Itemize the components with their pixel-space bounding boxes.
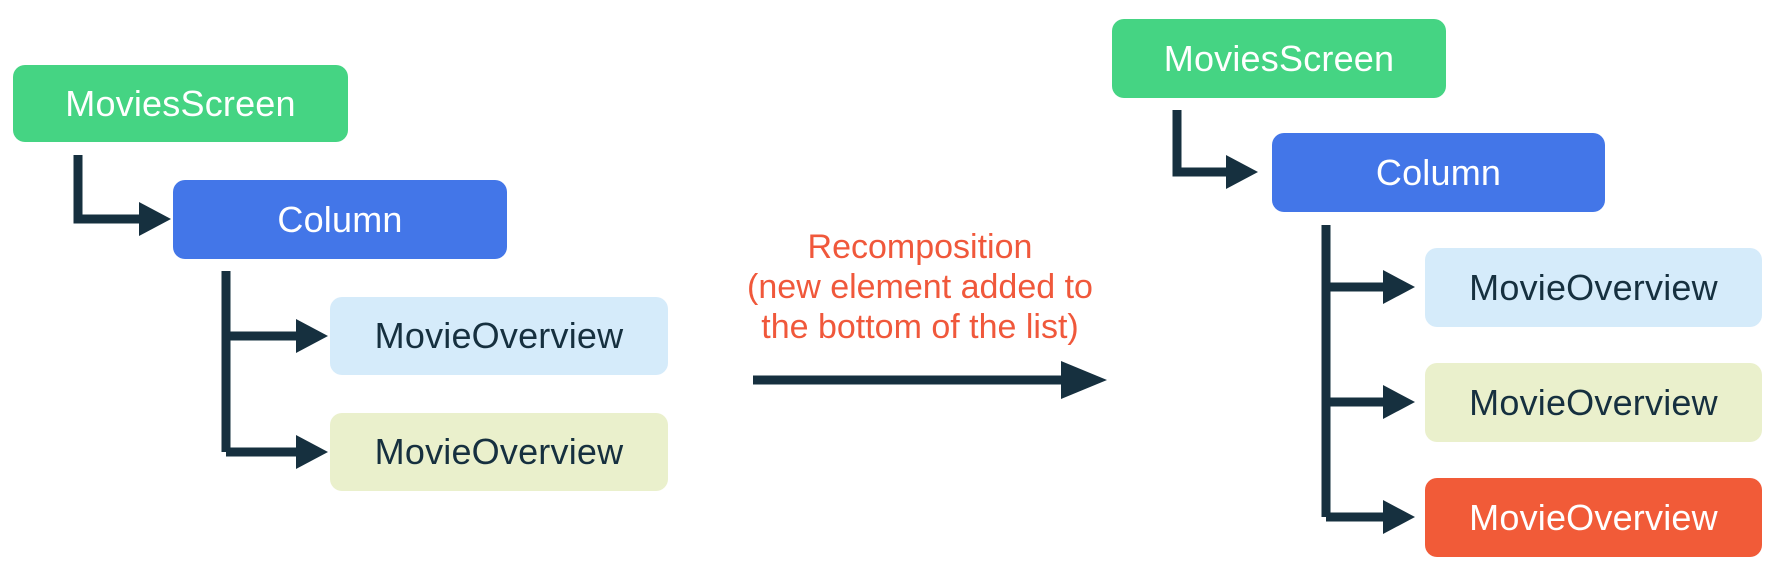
right-tree-node-movieoverview-3-new: MovieOverview — [1425, 478, 1762, 557]
left-tree-node-movieoverview-2: MovieOverview — [330, 413, 668, 491]
arrowhead-icon — [296, 435, 328, 469]
right-connector-column-to-children — [1321, 225, 1415, 534]
right-tree-node-movieoverview-1: MovieOverview — [1425, 248, 1762, 327]
arrowhead-icon — [1226, 155, 1258, 189]
right-tree-node-column: Column — [1272, 133, 1605, 212]
recomposition-annotation-line1: Recomposition — [807, 228, 1033, 266]
left-tree-node-moviesscreen: MoviesScreen — [13, 65, 348, 142]
arrowhead-icon — [1383, 270, 1415, 304]
arrowhead-icon — [1383, 385, 1415, 419]
right-tree-node-moviesscreen: MoviesScreen — [1112, 19, 1446, 98]
right-connector-root-to-column — [1172, 110, 1258, 189]
arrowhead-icon — [139, 202, 171, 236]
connector-line — [73, 155, 139, 224]
left-tree-node-movieoverview-1: MovieOverview — [330, 297, 668, 375]
recomposition-arrow — [753, 361, 1107, 399]
arrowhead-icon — [296, 319, 328, 353]
left-connector-root-to-column — [73, 155, 171, 236]
recomposition-annotation-line2: (new element added to — [747, 268, 1093, 306]
arrowhead-icon — [1061, 361, 1107, 399]
right-tree-node-movieoverview-2: MovieOverview — [1425, 363, 1762, 442]
recomposition-annotation: Recomposition (new element added to the … — [640, 227, 1200, 347]
left-tree-node-column: Column — [173, 180, 507, 259]
arrowhead-icon — [1383, 500, 1415, 534]
left-connector-column-to-children — [221, 271, 328, 469]
connector-line — [1172, 110, 1226, 177]
recomposition-annotation-line3: the bottom of the list) — [761, 308, 1079, 346]
